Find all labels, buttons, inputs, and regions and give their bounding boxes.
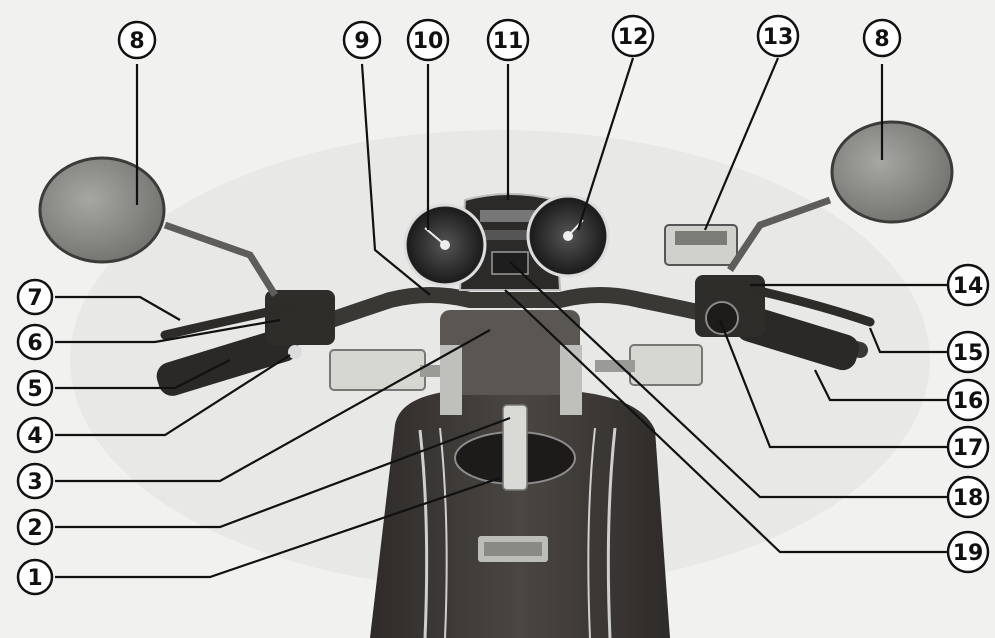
callout-4: 4 xyxy=(18,418,52,452)
callout-5: 5 xyxy=(18,371,52,405)
callout-8-right: 8 xyxy=(864,20,900,56)
callout-9: 9 xyxy=(344,22,380,58)
callout-7: 7 xyxy=(18,280,52,314)
callout-13: 13 xyxy=(758,16,798,56)
callout-12: 12 xyxy=(613,16,653,56)
callout-14: 14 xyxy=(948,265,988,305)
instrument-cluster xyxy=(405,194,608,290)
callout-16: 16 xyxy=(948,380,988,420)
callout-18: 18 xyxy=(948,477,988,517)
callout-7-label: 7 xyxy=(27,286,42,311)
callout-8-left-label: 8 xyxy=(129,29,144,54)
callout-18-label: 18 xyxy=(953,486,984,511)
callout-8-left: 8 xyxy=(119,22,155,58)
left-switch-housing xyxy=(265,290,335,345)
callout-16-label: 16 xyxy=(953,389,984,414)
choke-lever xyxy=(503,405,527,490)
callout-11: 11 xyxy=(488,20,528,60)
callout-12-label: 12 xyxy=(618,25,649,50)
callout-14-label: 14 xyxy=(953,274,984,299)
callout-8-right-label: 8 xyxy=(874,27,889,52)
callout-3: 3 xyxy=(18,464,52,498)
callout-17-label: 17 xyxy=(953,436,984,461)
callout-15-label: 15 xyxy=(953,341,984,366)
callout-6: 6 xyxy=(18,325,52,359)
callout-17: 17 xyxy=(948,427,988,467)
callout-10: 10 xyxy=(408,20,448,60)
engine-stop-switch xyxy=(706,302,738,334)
callout-10-label: 10 xyxy=(413,29,444,54)
brake-reservoir xyxy=(665,225,737,265)
callout-19-label: 19 xyxy=(953,541,984,566)
callout-2: 2 xyxy=(18,510,52,544)
horn-button xyxy=(288,345,302,359)
callout-9-label: 9 xyxy=(354,29,369,54)
mirror-left xyxy=(40,158,164,262)
callout-19: 19 xyxy=(948,532,988,572)
callout-5-label: 5 xyxy=(27,377,42,402)
fork-right xyxy=(560,345,582,415)
callout-13-label: 13 xyxy=(763,25,794,50)
callout-3-label: 3 xyxy=(27,470,42,495)
callout-1-label: 1 xyxy=(27,566,42,591)
callout-6-label: 6 xyxy=(27,331,42,356)
callout-2-label: 2 xyxy=(27,516,42,541)
callout-15: 15 xyxy=(948,332,988,372)
callout-4-label: 4 xyxy=(27,424,42,449)
mirror-right xyxy=(832,122,952,222)
callout-11-label: 11 xyxy=(493,29,524,54)
callout-1: 1 xyxy=(18,560,52,594)
